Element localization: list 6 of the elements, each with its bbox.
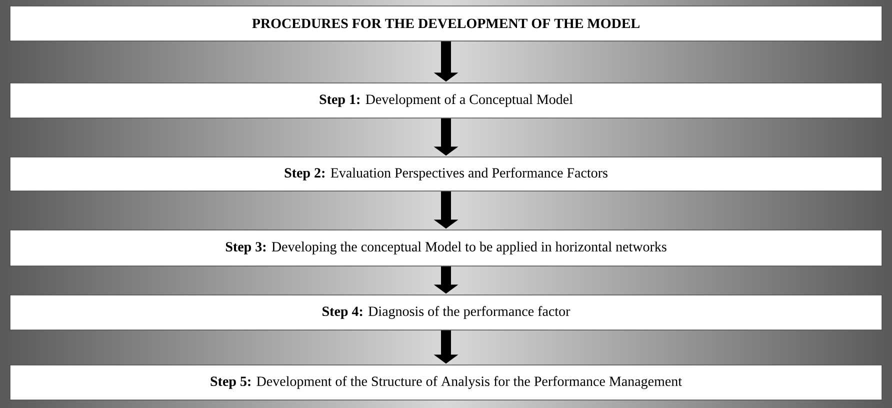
step-box: Step 4: Diagnosis of the performance factor bbox=[10, 294, 882, 330]
step-box: Step 1: Development of a Conceptual Model bbox=[10, 82, 882, 118]
title-box: PROCEDURES FOR THE DEVELOPMENT OF THE MODEL bbox=[10, 6, 882, 42]
step-box: Step 3: Developing the conceptual Model to be applied in horizontal networks bbox=[10, 230, 882, 266]
step-box: Step 5: Development of the Structure of Analysis for the Performance Management bbox=[10, 364, 882, 400]
step-box: Step 2: Evaluation Perspectives and Performance Factors bbox=[10, 156, 882, 192]
